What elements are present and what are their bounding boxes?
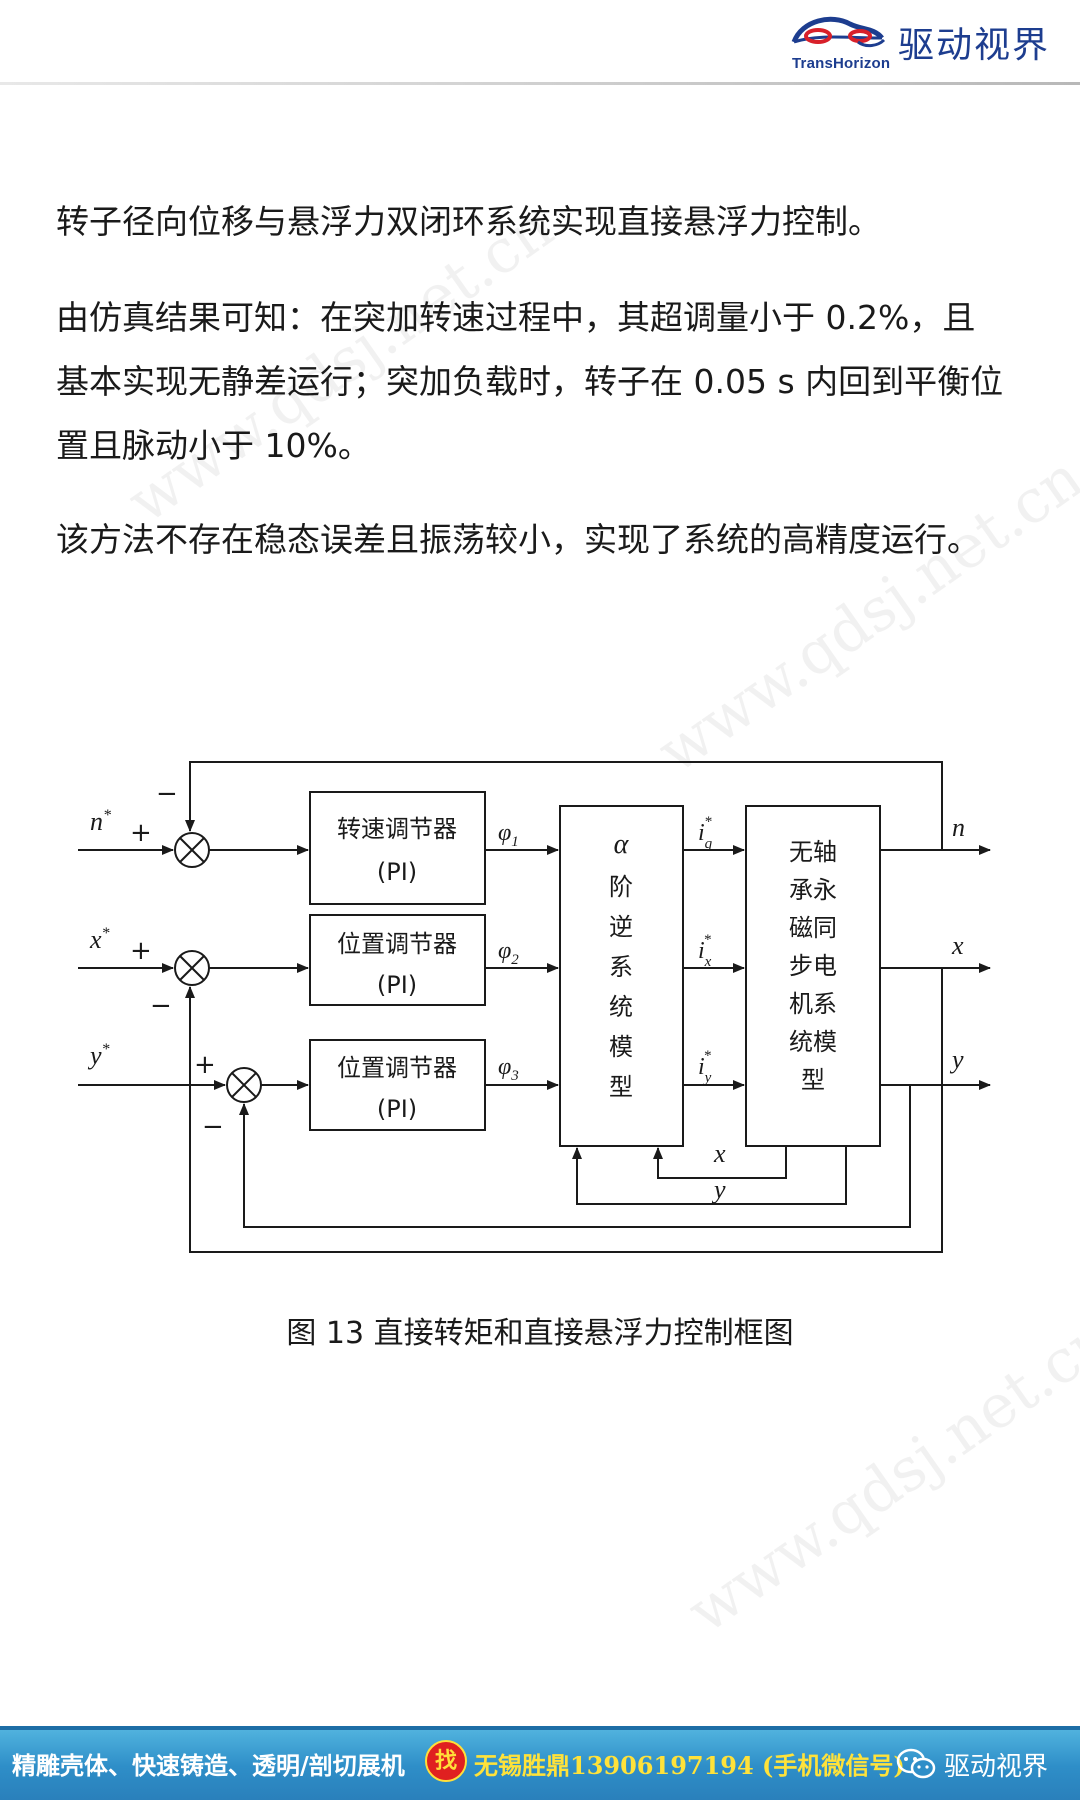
phi-3-label: φ3 — [498, 1054, 519, 1084]
page-header: TransHorizon 驱动视界 — [0, 0, 1080, 84]
output-x-label: x — [951, 931, 964, 960]
summing-junction-1 — [174, 832, 210, 868]
brand-name-en: TransHorizon — [792, 55, 891, 72]
sign-minus: − — [202, 1112, 224, 1142]
speed-controller-label: 转速调节器 — [337, 815, 457, 843]
ad-contact: 无锡胜鼎13906197194 (手机微信号) — [474, 1751, 905, 1780]
sign-minus: − — [150, 991, 172, 1021]
motor-model-line: 步电 — [789, 952, 837, 980]
inverse-model-char: 型 — [609, 1073, 633, 1101]
current-ix-label: ix* — [698, 932, 712, 970]
watermark: www.qdsj.net.cn — [675, 1302, 1080, 1648]
motor-model-line: 承永 — [789, 876, 837, 904]
inverse-model-char: 系 — [609, 953, 633, 981]
summing-junction-2 — [174, 950, 210, 986]
paragraph-1: 转子径向位移与悬浮力双闭环系统实现直接悬浮力控制。 — [56, 202, 881, 241]
motor-model-line: 机系 — [789, 990, 837, 1018]
inverse-model-char: 阶 — [609, 873, 633, 901]
sign-plus: + — [130, 936, 152, 966]
footer-divider — [0, 1726, 1080, 1730]
motor-model-block — [745, 805, 881, 1147]
brand-name-cn: 驱动视界 — [898, 25, 1051, 66]
watermark: www.qdsj.net.cn — [645, 442, 1080, 788]
car-swirl-icon — [791, 16, 886, 48]
figure-caption: 图 13 直接转矩和直接悬浮力控制框图 — [286, 1316, 794, 1351]
motor-model-line: 统模 — [789, 1028, 837, 1056]
inverse-model-char: 模 — [609, 1033, 633, 1061]
inverse-model-char: 逆 — [609, 913, 633, 941]
position-controller-y-type: (PI) — [377, 1095, 417, 1123]
sign-plus: + — [130, 818, 152, 848]
alpha-label: α — [614, 829, 630, 860]
phi-1-label: φ1 — [498, 820, 519, 850]
footer-banner[interactable]: 精雕壳体、快速铸造、透明/剖切展机 找 无锡胜鼎13906197194 (手机微… — [0, 1726, 1080, 1800]
output-y-label: y — [949, 1045, 964, 1074]
wechat-icon — [896, 1748, 936, 1779]
inverse-model-char: 统 — [609, 993, 633, 1021]
current-iq-label: iq* — [698, 814, 713, 852]
position-controller-x-type: (PI) — [377, 971, 417, 999]
motor-model-line: 无轴 — [789, 838, 837, 866]
position-controller-y-label: 位置调节器 — [337, 1054, 457, 1082]
input-y-ref: y* — [87, 1041, 110, 1070]
position-controller-x-label: 位置调节器 — [337, 930, 457, 958]
output-n-label: n — [952, 813, 965, 842]
position-controller-x-block — [309, 914, 486, 1006]
input-n-ref: n* — [90, 807, 111, 836]
brand-logo[interactable]: TransHorizon 驱动视界 — [788, 12, 1078, 78]
paragraph-3: 该方法不存在稳态误差且振荡较小，实现了系统的高精度运行。 — [56, 520, 980, 559]
feedback-y-label: y — [711, 1175, 726, 1204]
input-x-ref: x* — [89, 925, 110, 954]
feedback-x-label: x — [713, 1139, 726, 1168]
wechat-account-name: 驱动视界 — [944, 1752, 1049, 1782]
sign-plus: + — [194, 1050, 216, 1080]
current-iy-label: iy* — [698, 1048, 712, 1086]
speed-controller-block — [309, 791, 486, 905]
summing-junction-3 — [226, 1067, 262, 1103]
ad-badge: 找 — [425, 1740, 467, 1782]
inverse-model-block — [559, 805, 684, 1147]
phi-2-label: φ2 — [498, 938, 519, 968]
motor-model-line: 磁同 — [789, 914, 837, 942]
motor-model-line: 型 — [801, 1066, 825, 1094]
control-block-diagram: n* x* y* + − + − + − 转速调节器 (PI) 位置调节器 (P… — [78, 761, 991, 1253]
speed-controller-type: (PI) — [377, 858, 417, 886]
paragraph-2: 由仿真结果可知：在突加转速过程中，其超调量小于 0.2%，且基本实现无静差运行；… — [56, 298, 1004, 465]
sign-minus: − — [156, 779, 178, 809]
ad-text: 精雕壳体、快速铸造、透明/剖切展机 — [12, 1751, 405, 1780]
header-divider — [0, 82, 1080, 85]
